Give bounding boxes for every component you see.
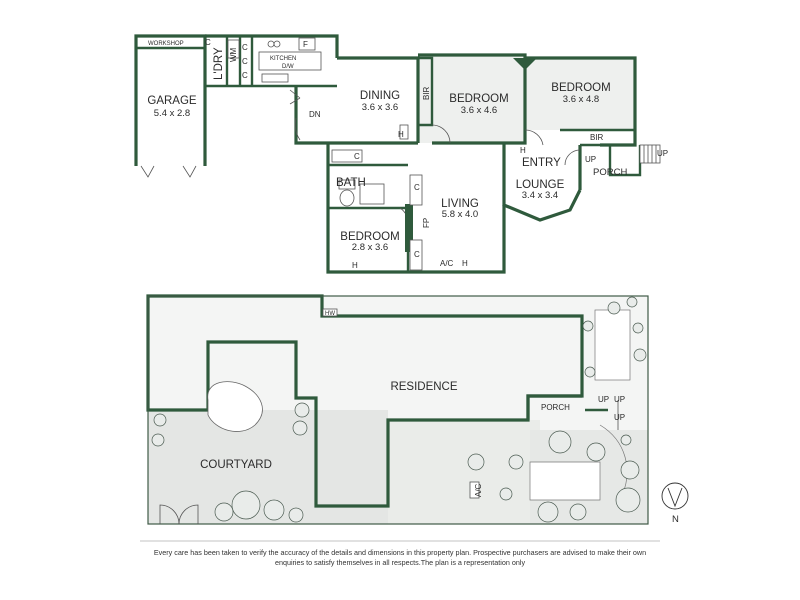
up-label: UP [657,149,668,158]
porch-label: PORCH [593,167,627,178]
cupboard-label: C [242,71,248,80]
lounge-dims: 3.4 x 3.4 [522,190,558,201]
wm-label: WM [229,47,238,62]
garage-dims: 5.4 x 2.8 [154,108,190,119]
site-trees [151,296,647,523]
bath-label: BATH [336,177,366,189]
heater-label: H [520,146,526,155]
north-label: N [672,514,679,525]
cupboard-label: C [354,152,360,161]
floor-plan: WORKSHOP C L'DRY WM C C C F KITCHEN D/W … [134,34,689,542]
bedroom-1-dims: 3.6 x 4.6 [461,105,497,116]
laundry-label: L'DRY [213,47,225,80]
dn-label: DN [309,110,321,119]
fireplace-label: FP [422,218,431,228]
cupboard-label: C [242,43,248,52]
up-label: UP [614,395,625,404]
dishwasher-label: D/W [282,64,294,70]
porch-label: PORCH [541,403,570,412]
heater-label: H [398,130,404,139]
cupboard-label: C [205,38,211,47]
ac-label: A/C [474,483,483,497]
house-floor-plan [134,34,661,274]
bedroom-2-dims: 3.6 x 4.8 [563,94,599,105]
disclaimer-line-2: enquiries to satisfy themselves in all r… [274,558,526,567]
bir-label-2: BIR [590,133,604,142]
disclaimer-line-1: Every care has been taken to verify the … [153,548,647,557]
heater-label: H [352,261,358,270]
ac-label: A/C [440,259,454,268]
kitchen-label: KITCHEN [270,56,296,62]
bedroom-3-label: BEDROOM [340,231,399,243]
north-arrow: N [661,482,689,525]
site-plan [146,294,649,525]
fridge-label: F [303,40,308,49]
dining-dims: 3.6 x 3.6 [362,102,398,113]
cupboard-label: C [414,183,420,192]
bir-label: BIR [422,86,431,100]
bedroom-3-dims: 2.8 x 3.6 [352,242,388,253]
cupboard-label: C [242,57,248,66]
living-label: LIVING [441,198,479,210]
bedroom-1-label: BEDROOM [449,93,508,105]
bedroom-2-label: BEDROOM [551,82,610,94]
residence-label: RESIDENCE [390,381,457,393]
cupboard-label: C [414,250,420,259]
up-label: UP [598,395,609,404]
entry-label: ENTRY [522,157,561,169]
courtyard-label: COURTYARD [200,459,272,471]
workshop-label: WORKSHOP [148,41,184,47]
up-label: UP [614,413,625,422]
heater-label: H [462,259,468,268]
hw-label: HW [325,311,335,317]
site-labels: HW RESIDENCE COURTYARD PORCH UP UP UP A/… [200,311,625,497]
up-label: UP [585,155,596,164]
dining-label: DINING [360,90,400,102]
living-dims: 5.8 x 4.0 [442,209,478,220]
lounge-label: LOUNGE [516,179,565,191]
garage-label: GARAGE [147,95,197,107]
disclaimer: Every care has been taken to verify the … [0,548,800,568]
house-labels: WORKSHOP C L'DRY WM C C C F KITCHEN D/W … [147,38,668,270]
